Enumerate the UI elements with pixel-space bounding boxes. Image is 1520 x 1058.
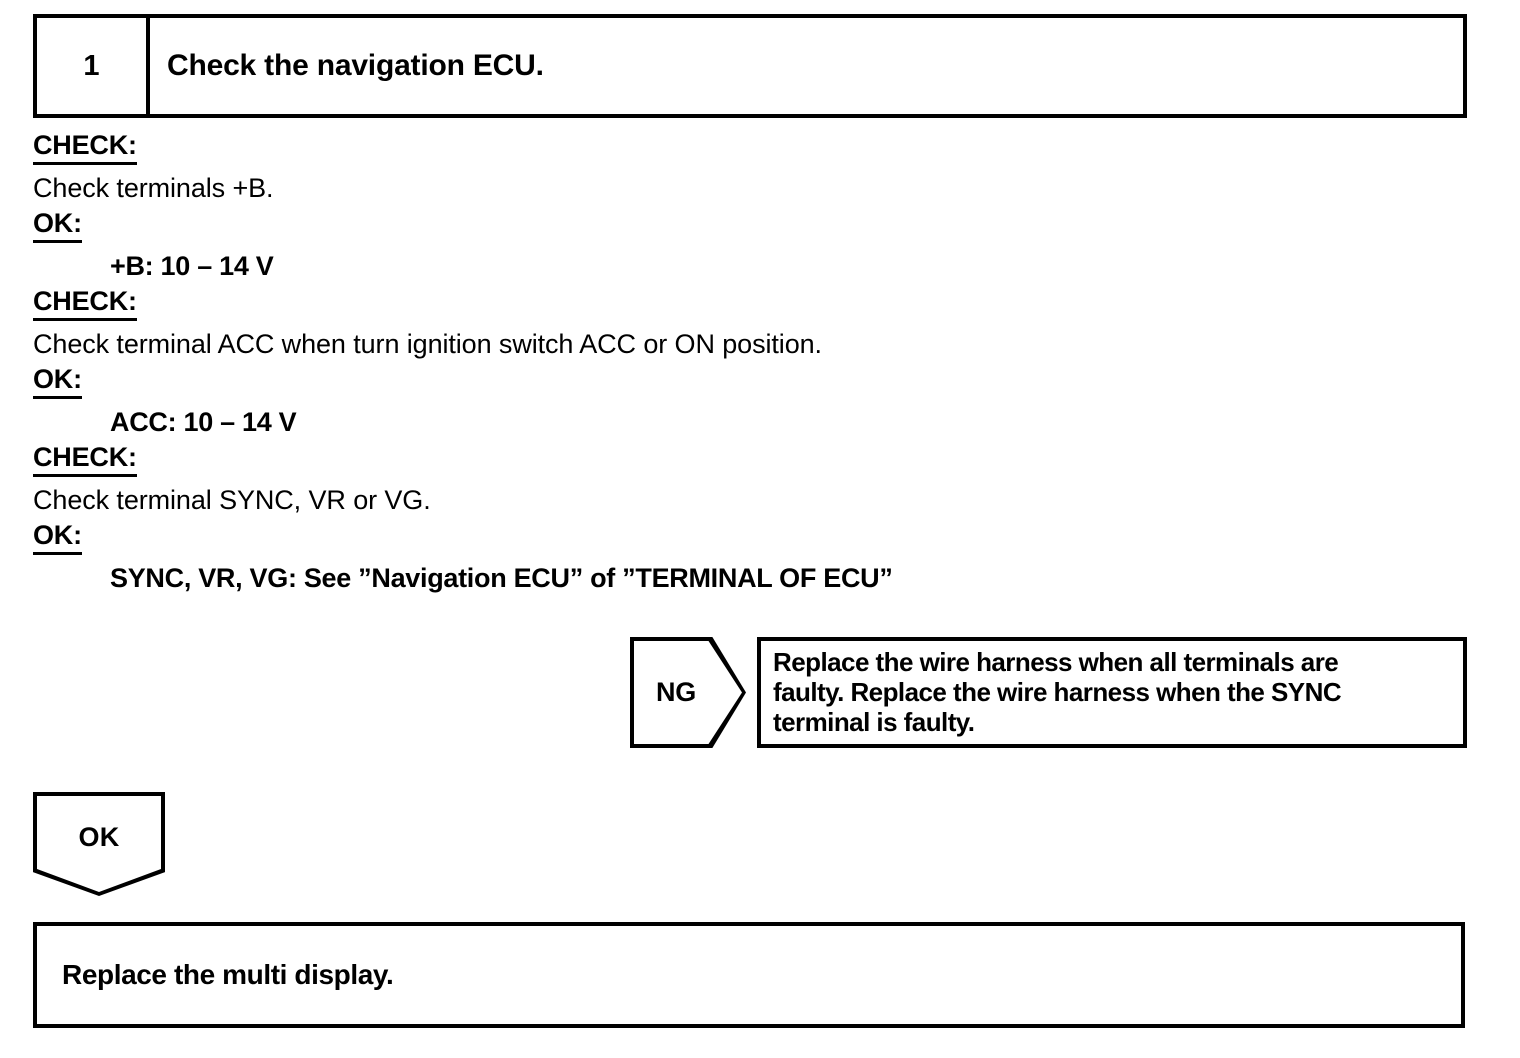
check-label-row: CHECK: bbox=[33, 286, 1433, 325]
ng-action-line: faulty. Replace the wire harness when th… bbox=[773, 677, 1342, 707]
result-text: Replace the multi display. bbox=[62, 959, 394, 990]
ok-label: OK: bbox=[33, 520, 82, 555]
check-text: Check terminal SYNC, VR or VG. bbox=[33, 485, 431, 515]
check-text: Check terminal ACC when turn ignition sw… bbox=[33, 329, 822, 359]
check-label-row: CHECK: bbox=[33, 442, 1433, 481]
ng-arrow-label: NG bbox=[634, 641, 742, 744]
check-group-1: CHECK: Check terminals +B. OK: +B: 10 – … bbox=[33, 130, 1433, 286]
check-ok-body: CHECK: Check terminals +B. OK: +B: 10 – … bbox=[33, 130, 1433, 598]
ng-action-line: Replace the wire harness when all termin… bbox=[773, 647, 1339, 677]
ok-label-row: OK: bbox=[33, 364, 1433, 403]
ng-action-line: terminal is faulty. bbox=[773, 707, 975, 737]
check-label-row: CHECK: bbox=[33, 130, 1433, 169]
ok-arrow-label: OK bbox=[37, 796, 161, 892]
ok-label-row: OK: bbox=[33, 208, 1433, 247]
step-number: 1 bbox=[37, 18, 150, 114]
check-label: CHECK: bbox=[33, 286, 137, 321]
ok-arrow-tag: OK bbox=[33, 792, 165, 896]
ok-label: OK: bbox=[33, 364, 82, 399]
check-text: Check terminals +B. bbox=[33, 173, 274, 203]
step-header-box: 1 Check the navigation ECU. bbox=[33, 14, 1467, 118]
check-label: CHECK: bbox=[33, 130, 137, 165]
ok-value: ACC: 10 – 14 V bbox=[110, 407, 297, 437]
ng-action-box: Replace the wire harness when all termin… bbox=[757, 637, 1467, 748]
ok-label-row: OK: bbox=[33, 520, 1433, 559]
result-box: Replace the multi display. bbox=[33, 922, 1465, 1028]
ok-value: SYNC, VR, VG: See ”Navigation ECU” of ”T… bbox=[110, 563, 893, 593]
check-group-2: CHECK: Check terminal ACC when turn igni… bbox=[33, 286, 1433, 442]
check-label: CHECK: bbox=[33, 442, 137, 477]
check-group-3: CHECK: Check terminal SYNC, VR or VG. OK… bbox=[33, 442, 1433, 598]
ok-label: OK: bbox=[33, 208, 82, 243]
ok-value: +B: 10 – 14 V bbox=[110, 251, 274, 281]
ng-arrow-tag: NG bbox=[630, 637, 746, 748]
step-title: Check the navigation ECU. bbox=[167, 49, 544, 82]
